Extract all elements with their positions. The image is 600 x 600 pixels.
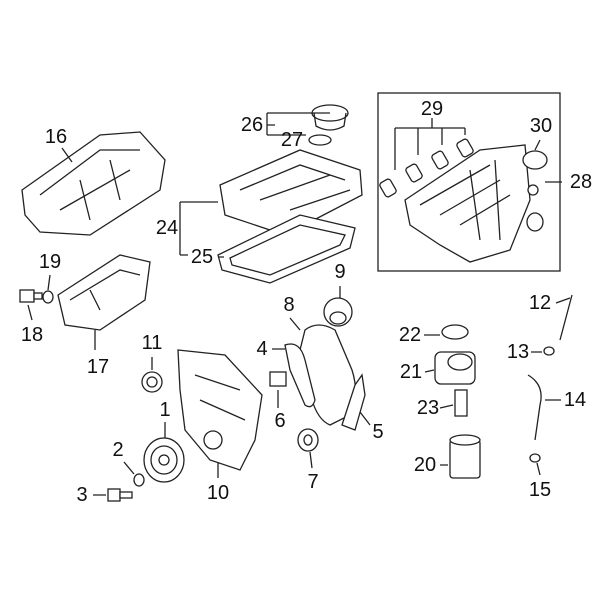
pulley-bolt — [107, 488, 133, 502]
callout-1: 1 — [159, 399, 171, 421]
callout-18: 18 — [20, 324, 44, 346]
cooler-seal — [441, 324, 469, 340]
callout-26: 26 — [240, 114, 264, 136]
callout-4: 4 — [256, 338, 268, 360]
callout-12: 12 — [528, 292, 552, 314]
valve-cover — [219, 149, 363, 236]
callout-30: 30 — [529, 115, 553, 137]
lower-oil-pan — [57, 254, 151, 331]
callout-22: 22 — [398, 324, 422, 346]
callout-28: 28 — [569, 171, 593, 193]
callout-3: 3 — [76, 484, 88, 506]
intake-manifold — [404, 144, 544, 263]
callout-13: 13 — [506, 341, 530, 363]
crank-pulley — [143, 437, 185, 483]
callout-16: 16 — [44, 126, 68, 148]
callout-7: 7 — [307, 471, 319, 493]
crank-seal — [141, 371, 163, 393]
callout-17: 17 — [86, 356, 110, 378]
callout-15: 15 — [528, 479, 552, 501]
valve-cover-gasket — [217, 214, 356, 284]
chain-guide — [284, 343, 316, 408]
dipstick-tube — [527, 374, 542, 441]
leader-lines — [27, 112, 571, 496]
callout-27: 27 — [280, 129, 304, 151]
callout-20: 20 — [413, 454, 437, 476]
callout-14: 14 — [563, 389, 587, 411]
tube-o-ring — [529, 453, 541, 463]
callout-11: 11 — [141, 332, 163, 354]
upper-oil-pan — [21, 131, 166, 236]
washer — [42, 290, 54, 304]
filter-adapter — [454, 389, 468, 417]
callout-10: 10 — [206, 482, 230, 504]
dipstick — [559, 294, 573, 341]
oil-cooler — [434, 351, 476, 385]
callout-23: 23 — [416, 397, 440, 419]
callout-25: 25 — [190, 246, 214, 268]
callout-2: 2 — [112, 439, 124, 461]
throttle-body-gasket — [522, 150, 548, 170]
callout-5: 5 — [372, 421, 384, 443]
crank-sprocket — [297, 428, 319, 452]
cap-o-ring — [308, 134, 332, 146]
callout-19: 19 — [38, 251, 62, 273]
callout-6: 6 — [274, 410, 286, 432]
washer — [133, 473, 145, 487]
dipstick-o-ring — [543, 346, 555, 356]
timing-tensioner — [323, 297, 353, 327]
callout-21: 21 — [399, 361, 423, 383]
drain-plug — [19, 289, 43, 303]
callout-8: 8 — [283, 294, 295, 316]
callout-9: 9 — [334, 261, 346, 283]
chain-tensioner — [269, 371, 287, 387]
callout-29: 29 — [420, 98, 444, 120]
callout-24: 24 — [155, 217, 179, 239]
oil-filler-cap — [311, 104, 349, 131]
timing-cover — [177, 349, 263, 471]
intake-gaskets — [379, 138, 474, 198]
oil-filter — [449, 434, 481, 479]
